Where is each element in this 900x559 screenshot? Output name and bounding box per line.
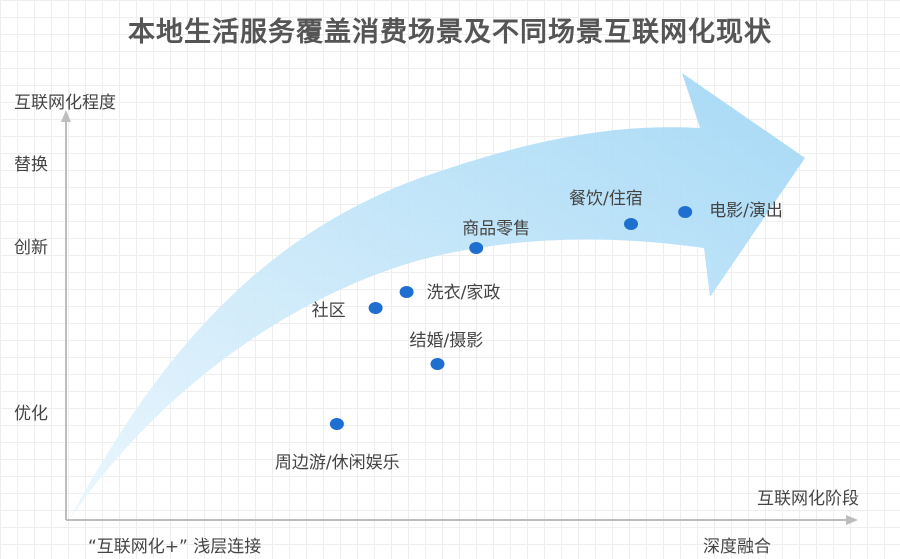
data-point xyxy=(469,242,484,254)
data-point-label: 餐饮/住宿 xyxy=(569,189,643,209)
data-point-label: 结婚/摄影 xyxy=(409,331,484,351)
data-point-label: 洗衣/家政 xyxy=(426,283,501,303)
x-axis-arrowhead xyxy=(846,515,858,525)
data-point xyxy=(329,418,344,430)
trend-arrow xyxy=(68,73,805,522)
chart-title: 本地生活服务覆盖消费场景及不同场景互联网化现状 xyxy=(128,17,772,48)
data-point xyxy=(368,302,383,314)
data-point xyxy=(399,286,414,298)
x-level-deep: 深度融合 xyxy=(703,537,771,557)
data-point-label: 周边游/休闲娱乐 xyxy=(274,453,400,473)
data-point-label: 社区 xyxy=(311,301,346,321)
data-point-label: 商品零售 xyxy=(462,219,531,239)
data-point-label: 电影/演出 xyxy=(709,201,783,221)
y-level-optimize: 优化 xyxy=(14,404,48,424)
y-axis-arrowhead xyxy=(61,110,71,122)
y-axis-label: 互联网化程度 xyxy=(14,93,116,113)
y-level-innovate: 创新 xyxy=(14,238,48,258)
data-point xyxy=(430,358,445,370)
data-point xyxy=(624,218,638,230)
data-point xyxy=(678,206,693,218)
x-axis-label: 互联网化阶段 xyxy=(757,489,859,509)
x-level-shallow: “互联网化+” 浅层连接 xyxy=(88,537,262,557)
y-level-replace: 替换 xyxy=(14,155,48,175)
